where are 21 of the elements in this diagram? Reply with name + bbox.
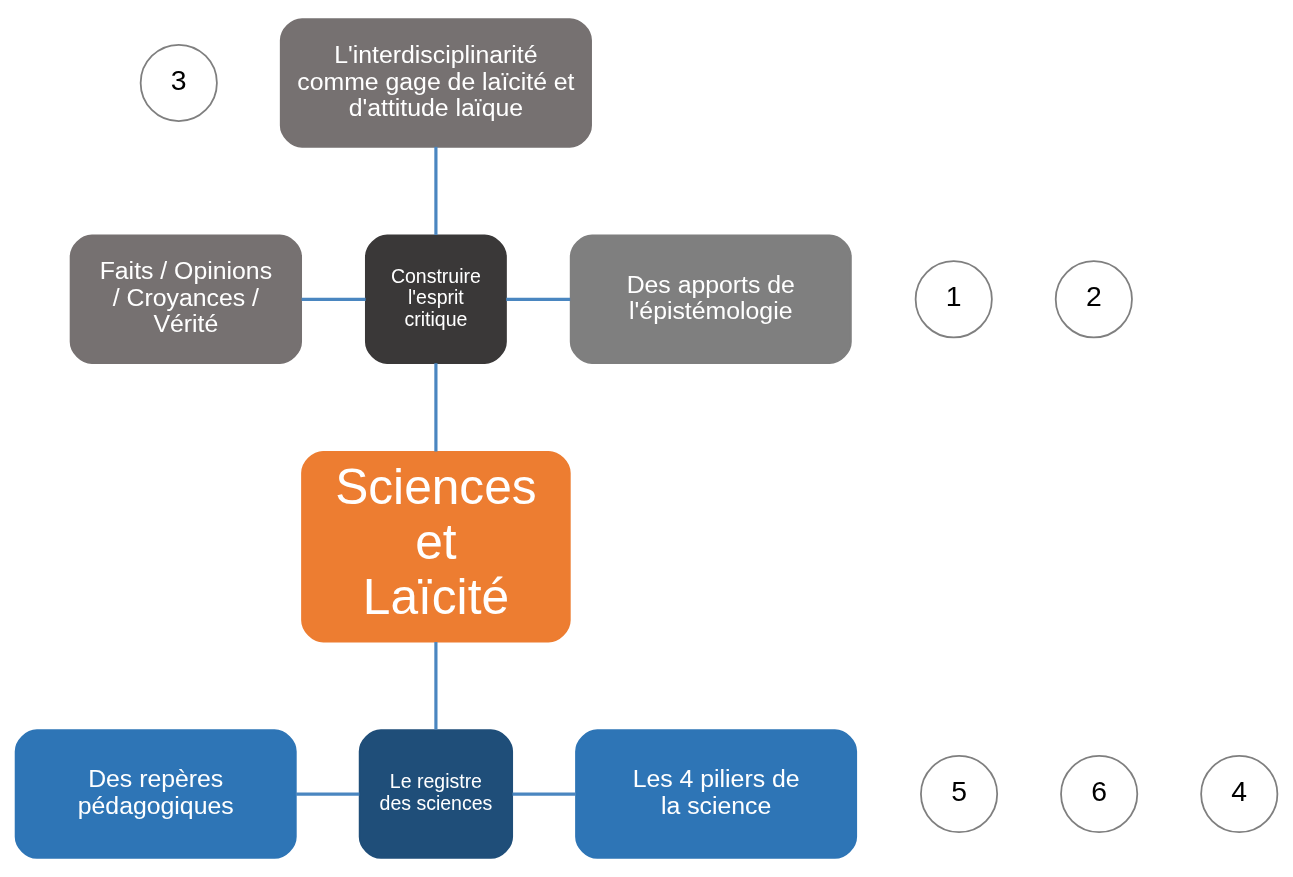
node-circle: 5 (920, 755, 999, 834)
node-box: Faits / Opinions / Croyances / Vérité (69, 234, 302, 364)
node-circle: 1 (914, 260, 993, 339)
node-box: Des apports de l'épistémologie (569, 234, 852, 364)
node-circle: 3 (139, 43, 218, 122)
node-circle: 2 (1054, 260, 1133, 339)
connector (295, 792, 360, 796)
node-box: Construire l'esprit critique (364, 234, 507, 364)
node-circle: 4 (1200, 755, 1279, 834)
connector (301, 297, 366, 301)
connector (434, 642, 438, 730)
node-box: Le registre des sciences (358, 729, 514, 859)
node-box: Des repères pédagogiques (14, 729, 297, 859)
connector (434, 363, 438, 452)
connector (512, 792, 576, 796)
connector (506, 297, 571, 301)
node-circle: 6 (1060, 755, 1139, 834)
node-box: Sciences et Laïcité (301, 450, 571, 643)
node-box: L'interdisciplinarité comme gage de laïcité et d'attitude laïque (279, 18, 592, 148)
node-box: Les 4 piliers de la science (575, 729, 858, 859)
connector (434, 146, 438, 235)
